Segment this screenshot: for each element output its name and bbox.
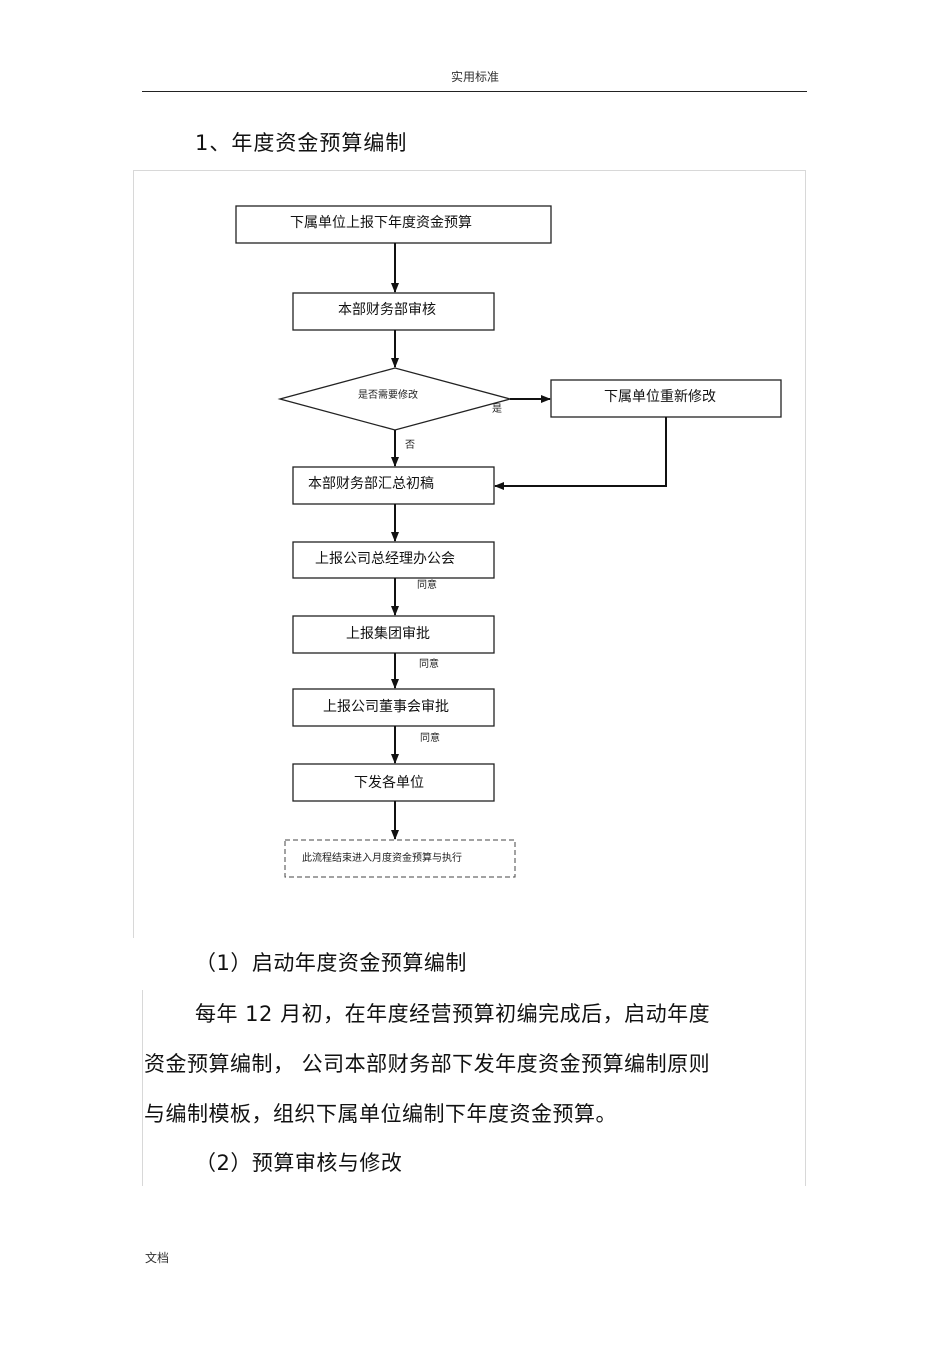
- label-no: 否: [405, 439, 415, 451]
- node-board-approval-label: 上报公司董事会审批: [323, 699, 449, 715]
- subheading-2: （2）预算审核与修改: [195, 1151, 403, 1175]
- node-group-approval-label: 上报集团审批: [346, 625, 430, 642]
- paragraph-line-3: 与编制模板，组织下属单位编制下年度资金预算。: [144, 1102, 617, 1126]
- node-gm-office: [292, 541, 495, 579]
- frame-left-line-lower: [142, 990, 143, 1186]
- frame-right-line: [805, 170, 806, 1186]
- frame-left-line: [133, 170, 134, 938]
- page-footer: 文档: [145, 1251, 170, 1265]
- header-rule: [142, 91, 807, 92]
- node-finance-review-label: 本部财务部审核: [338, 302, 436, 318]
- arrow-side-n3: [494, 417, 667, 490]
- node-group-approval: [292, 615, 495, 654]
- node-distribute: [292, 763, 495, 802]
- decision-label: 是否需要修改: [358, 388, 418, 401]
- node-distribute-label: 下发各单位: [354, 775, 424, 791]
- label-agree-3: 同意: [420, 731, 440, 744]
- node-report-budget-label: 下属单位上报下年度资金预算: [290, 215, 472, 231]
- node-finance-summary: [292, 466, 495, 505]
- label-yes: 是: [492, 403, 502, 415]
- label-agree-1: 同意: [417, 578, 437, 591]
- subheading-1: （1）启动年度资金预算编制: [195, 951, 467, 975]
- frame-top-line: [133, 170, 806, 171]
- paragraph-line-2: 资金预算编制， 公司本部财务部下发年度资金预算编制原则: [144, 1052, 711, 1076]
- node-report-budget: [235, 205, 552, 244]
- node-gm-office-label: 上报公司总经理办公会: [315, 551, 455, 567]
- node-subunit-revise-label: 下属单位重新修改: [604, 389, 716, 405]
- node-board-approval: [292, 688, 495, 727]
- node-end-label: 此流程结束进入月度资金预算与执行: [302, 851, 462, 864]
- paragraph-line-1: 每年 12 月初，在年度经营预算初编完成后，启动年度: [195, 1002, 711, 1026]
- node-end: [284, 839, 516, 878]
- node-finance-summary-label: 本部财务部汇总初稿: [308, 475, 434, 492]
- label-agree-2: 同意: [419, 657, 439, 670]
- node-finance-review: [292, 292, 495, 331]
- page-header: 实用标准: [450, 70, 499, 84]
- section-title: 1、年度资金预算编制: [195, 131, 408, 155]
